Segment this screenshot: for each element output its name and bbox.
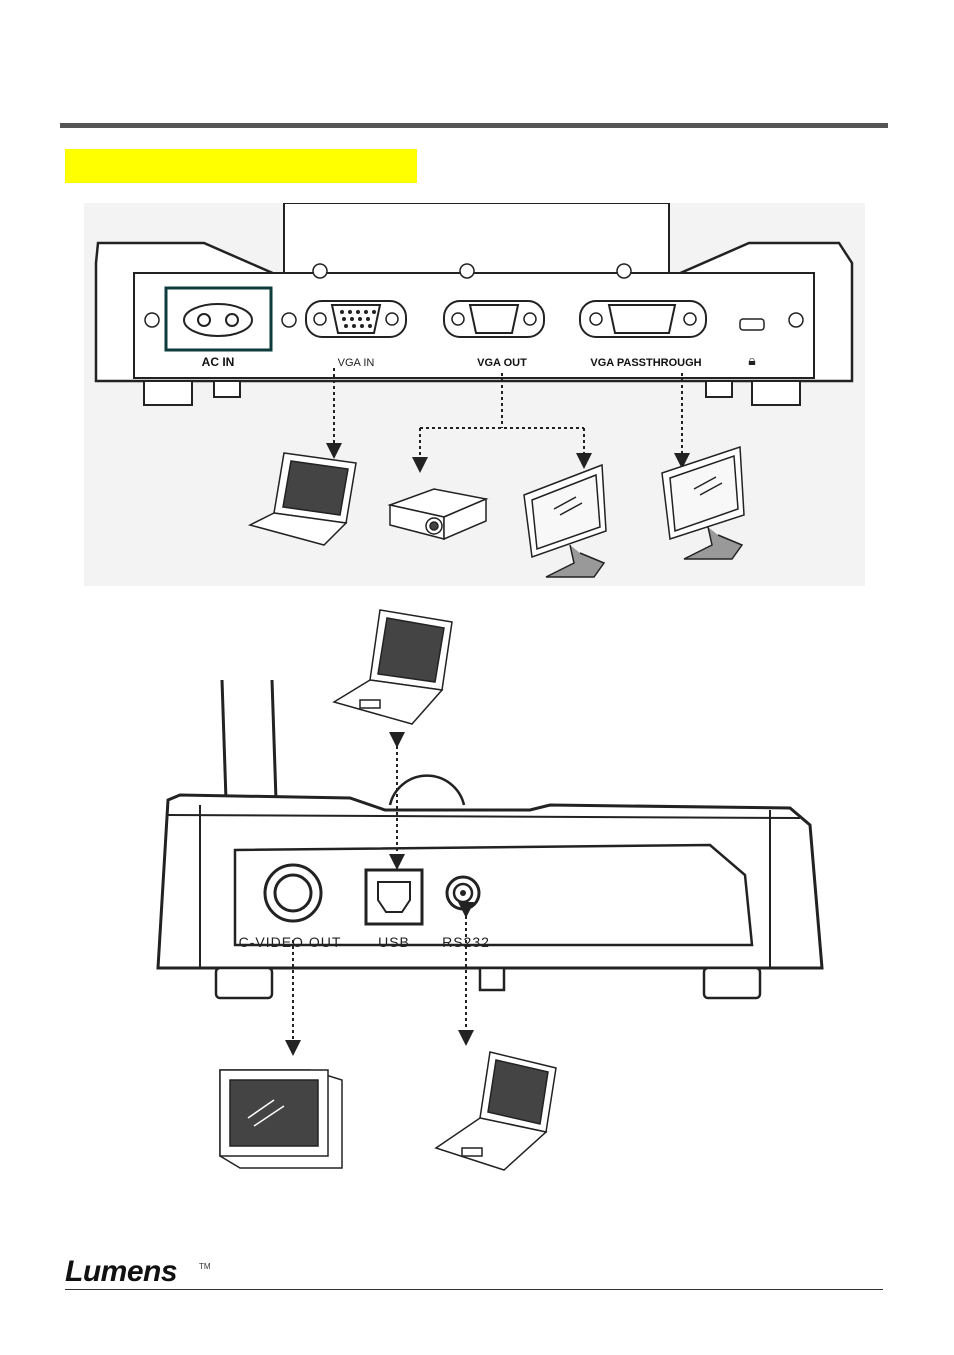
footer-rule xyxy=(65,1289,883,1290)
vga-in-label: VGA IN xyxy=(338,357,375,369)
c-video-out-port xyxy=(263,863,323,923)
vga-passthrough-label: VGA PASSTHROUGH xyxy=(590,357,701,369)
usb-label: USB xyxy=(378,934,410,950)
usb-port xyxy=(364,868,424,926)
side-panel-figure: C-VIDEO OUT USB RS232 xyxy=(150,600,840,1180)
rs232-port xyxy=(445,875,481,911)
brand-logo: Lumens xyxy=(65,1255,178,1288)
laptop-icon xyxy=(332,609,453,725)
vga-passthrough-port xyxy=(579,300,707,338)
rear-panel-diagram: 🔒︎ AC IN VGA IN VGA OUT VGA PASSTHROUGH xyxy=(94,199,854,578)
vga-out-label: VGA OUT xyxy=(477,357,527,369)
screw xyxy=(144,263,804,328)
trademark-mark: TM xyxy=(199,1262,211,1271)
c-video-out-label: C-VIDEO OUT xyxy=(239,934,342,950)
section-heading-highlight xyxy=(65,149,417,183)
projector-icon xyxy=(387,488,489,541)
laptop-icon xyxy=(434,1051,557,1171)
vga-out-port xyxy=(443,300,545,338)
laptop-icon xyxy=(247,452,357,546)
ac-in-label: AC IN xyxy=(202,355,235,369)
vga-in-port xyxy=(305,300,407,338)
monitor-icon xyxy=(523,463,607,578)
lock-icon: 🔒︎ xyxy=(748,352,755,368)
tv-icon xyxy=(219,1069,343,1169)
monitor-icon xyxy=(661,445,745,560)
side-panel-diagram: C-VIDEO OUT USB RS232 xyxy=(156,609,824,1171)
header-rule xyxy=(60,123,888,128)
rear-panel-figure: 🔒︎ AC IN VGA IN VGA OUT VGA PASSTHROUGH xyxy=(84,199,865,586)
lock-slot xyxy=(739,318,765,331)
